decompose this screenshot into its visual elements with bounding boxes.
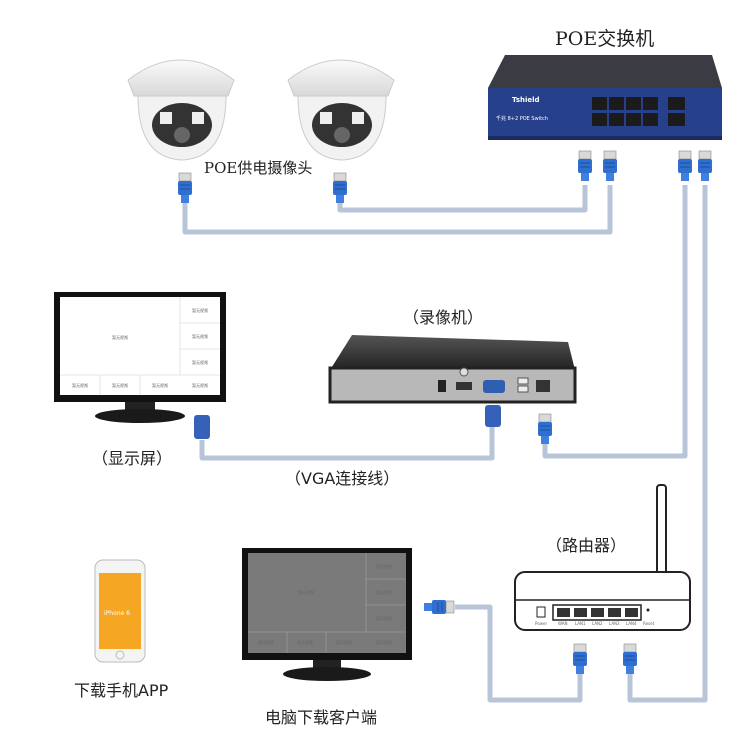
nvr-recorder [328,335,577,404]
monitor-tile: 暂无视频 [336,639,352,645]
poe-switch: Tshield 千兆 8+2 POE Switch [488,55,722,140]
monitor-tile-main: 暂无视频 [112,334,128,340]
router-port-label: WAN [558,621,567,626]
rj45-connector-icon [602,150,618,182]
monitor-tile: 暂无视频 [192,359,208,365]
rj45-connector-icon [572,643,588,675]
phone-app-label: 下载手机APP [74,681,169,700]
rj45-connector-icon [677,150,693,182]
rj45-connector-icon [332,172,348,204]
router-port-label: LAN3 [609,621,620,626]
router-label: （路由器） [546,536,626,555]
display-monitor: 暂无视频 暂无视频 暂无视频 暂无视频 暂无视频 暂无视频 暂无视频 暂无视频 [54,292,226,423]
switch-brand: Tshield [512,96,540,104]
rj45-connector-icon [537,413,553,445]
vga-cable-label: （VGA连接线） [285,469,399,488]
monitor-tile: 暂无视频 [297,639,313,645]
vga-connectors [194,405,501,439]
router-power-label: Power [535,621,547,626]
monitor-tile: 暂无视频 [72,382,88,388]
cable-vga [199,425,495,461]
rj45-connector-icon [622,643,638,675]
router-port-label: LAN1 [575,621,586,626]
cable-switch-nvr [542,185,688,459]
camera-label: POE供电摄像头 [204,159,312,177]
monitor-tile: 暂无视频 [192,382,208,388]
monitor-tile: 暂无视频 [376,563,392,569]
rj45-connector-icon [423,599,455,615]
pc-monitor: 暂无视频 暂无视频 暂无视频 暂无视频 暂无视频 暂无视频 暂无视频 暂无视频 [242,548,412,681]
network-cables [182,185,708,703]
monitor-tile: 暂无视频 [192,307,208,313]
monitor-tile: 暂无视频 [152,382,168,388]
vga-connector-icon [194,415,210,439]
monitor-tile: 暂无视频 [376,589,392,595]
dome-camera [127,59,235,161]
rj45-connector-icon [697,150,713,182]
router-port-label: LAN4 [626,621,637,626]
switch-ports [592,97,685,126]
rj45-connector-icon [177,172,193,204]
smartphone: iPhone 6 [94,559,146,663]
rj45-connector-icon [577,150,593,182]
monitor-tile: 暂无视频 [258,639,274,645]
monitor-tile: 暂无视频 [376,615,392,621]
nvr-label: （录像机） [403,308,483,327]
monitor-label: （显示屏） [92,449,172,468]
router-reset-label: Reset [643,621,655,626]
monitor-tile: 暂无视频 [376,639,392,645]
cable-camera2-switch [337,185,588,213]
monitor-tile: 暂无视频 [192,333,208,339]
monitor-tile-main: 暂无视频 [298,589,314,595]
phone-screen-text: iPhone 6 [104,610,130,617]
monitor-tile: 暂无视频 [112,382,128,388]
pc-client-label: 电脑下载客户端 [265,708,377,727]
cable-camera1-switch [182,185,613,235]
dome-camera [287,59,395,161]
cable-switch-router [627,185,708,703]
switch-model: 千兆 8+2 POE Switch [496,115,548,122]
vga-connector-icon [485,405,501,427]
switch-label: POE交换机 [555,28,654,50]
cable-router-pc [455,604,583,703]
router-port-label: LAN2 [592,621,603,626]
wifi-router: Power Reset WAN LAN1 LAN2 LAN3 LAN4 [514,484,691,631]
